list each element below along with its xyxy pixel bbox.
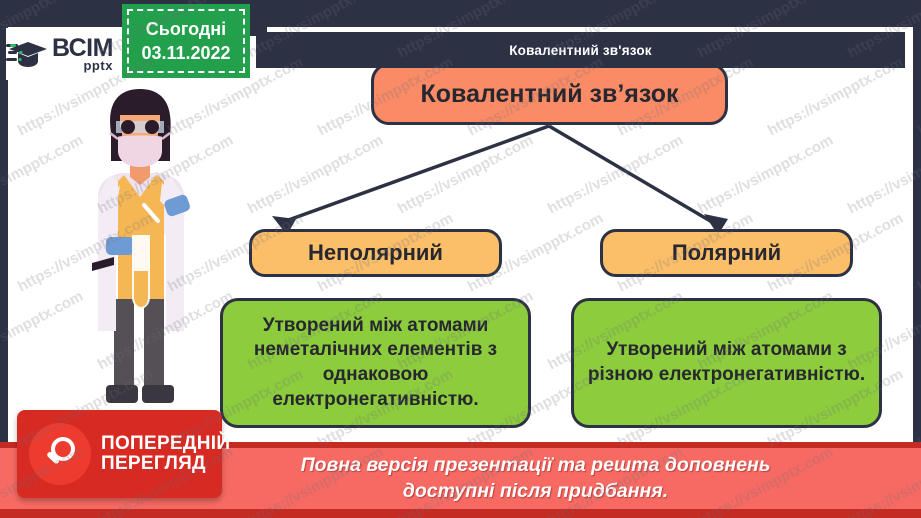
magnifier-icon xyxy=(47,437,75,464)
slide-title-bar: Ковалентний зв'язок xyxy=(256,32,905,68)
slide-title: Ковалентний зв'язок xyxy=(509,42,652,58)
scientist-illustration xyxy=(92,89,190,403)
nonpolar-description-text: Утворений між атомами неметалічних елеме… xyxy=(253,314,498,410)
diagram-node-polar-description[interactable]: Утворений між атомами з різною електроне… xyxy=(571,298,882,428)
watermark-text: https://vsimpptx.com xyxy=(914,209,921,296)
purchase-notice-line1: Повна версія презентації та решта доповн… xyxy=(300,453,771,476)
concept-map: Ковалентний зв’язок Неполярний Полярний … xyxy=(220,63,882,428)
purchase-notice-line2: доступні після придбання. xyxy=(402,479,669,502)
graduation-cap-icon xyxy=(6,42,47,67)
preview-badge[interactable]: ПОПЕРЕДНІЙ ПЕРЕГЛЯД xyxy=(17,410,230,498)
diagram-node-root[interactable]: Ковалентний зв’язок xyxy=(371,63,728,125)
today-date-badge: Сьогодні 03.11.2022 xyxy=(122,4,250,78)
brand-logo: ВСІМ pptx xyxy=(6,28,118,80)
logo-subtitle: pptx xyxy=(83,58,113,73)
preview-badge-text: ПОПЕРЕДНІЙ ПЕРЕГЛЯД xyxy=(101,432,231,474)
preview-badge-line2: ПЕРЕГЛЯД xyxy=(101,453,206,474)
diagram-node-nonpolar-title[interactable]: Неполярний xyxy=(249,229,502,277)
purchase-notice-text: Повна версія презентації та решта доповн… xyxy=(301,453,771,504)
preview-icon-circle xyxy=(29,423,91,485)
preview-badge-line1: ПОПЕРЕДНІЙ xyxy=(101,432,231,454)
diagram-connectors xyxy=(0,0,905,477)
diagram-node-nonpolar-description[interactable]: Утворений між атомами неметалічних елеме… xyxy=(220,298,531,428)
logo-title: ВСІМ xyxy=(52,34,113,62)
today-date: 03.11.2022 xyxy=(141,43,231,63)
watermark-text: https://vsimpptx.com xyxy=(914,53,921,140)
polar-description-text: Утворений між атомами з різною електроне… xyxy=(587,339,866,385)
watermark-text: https://vsimpptx.com xyxy=(914,365,921,452)
diagram-node-polar-title[interactable]: Полярний xyxy=(600,229,853,277)
today-label: Сьогодні xyxy=(145,18,227,39)
